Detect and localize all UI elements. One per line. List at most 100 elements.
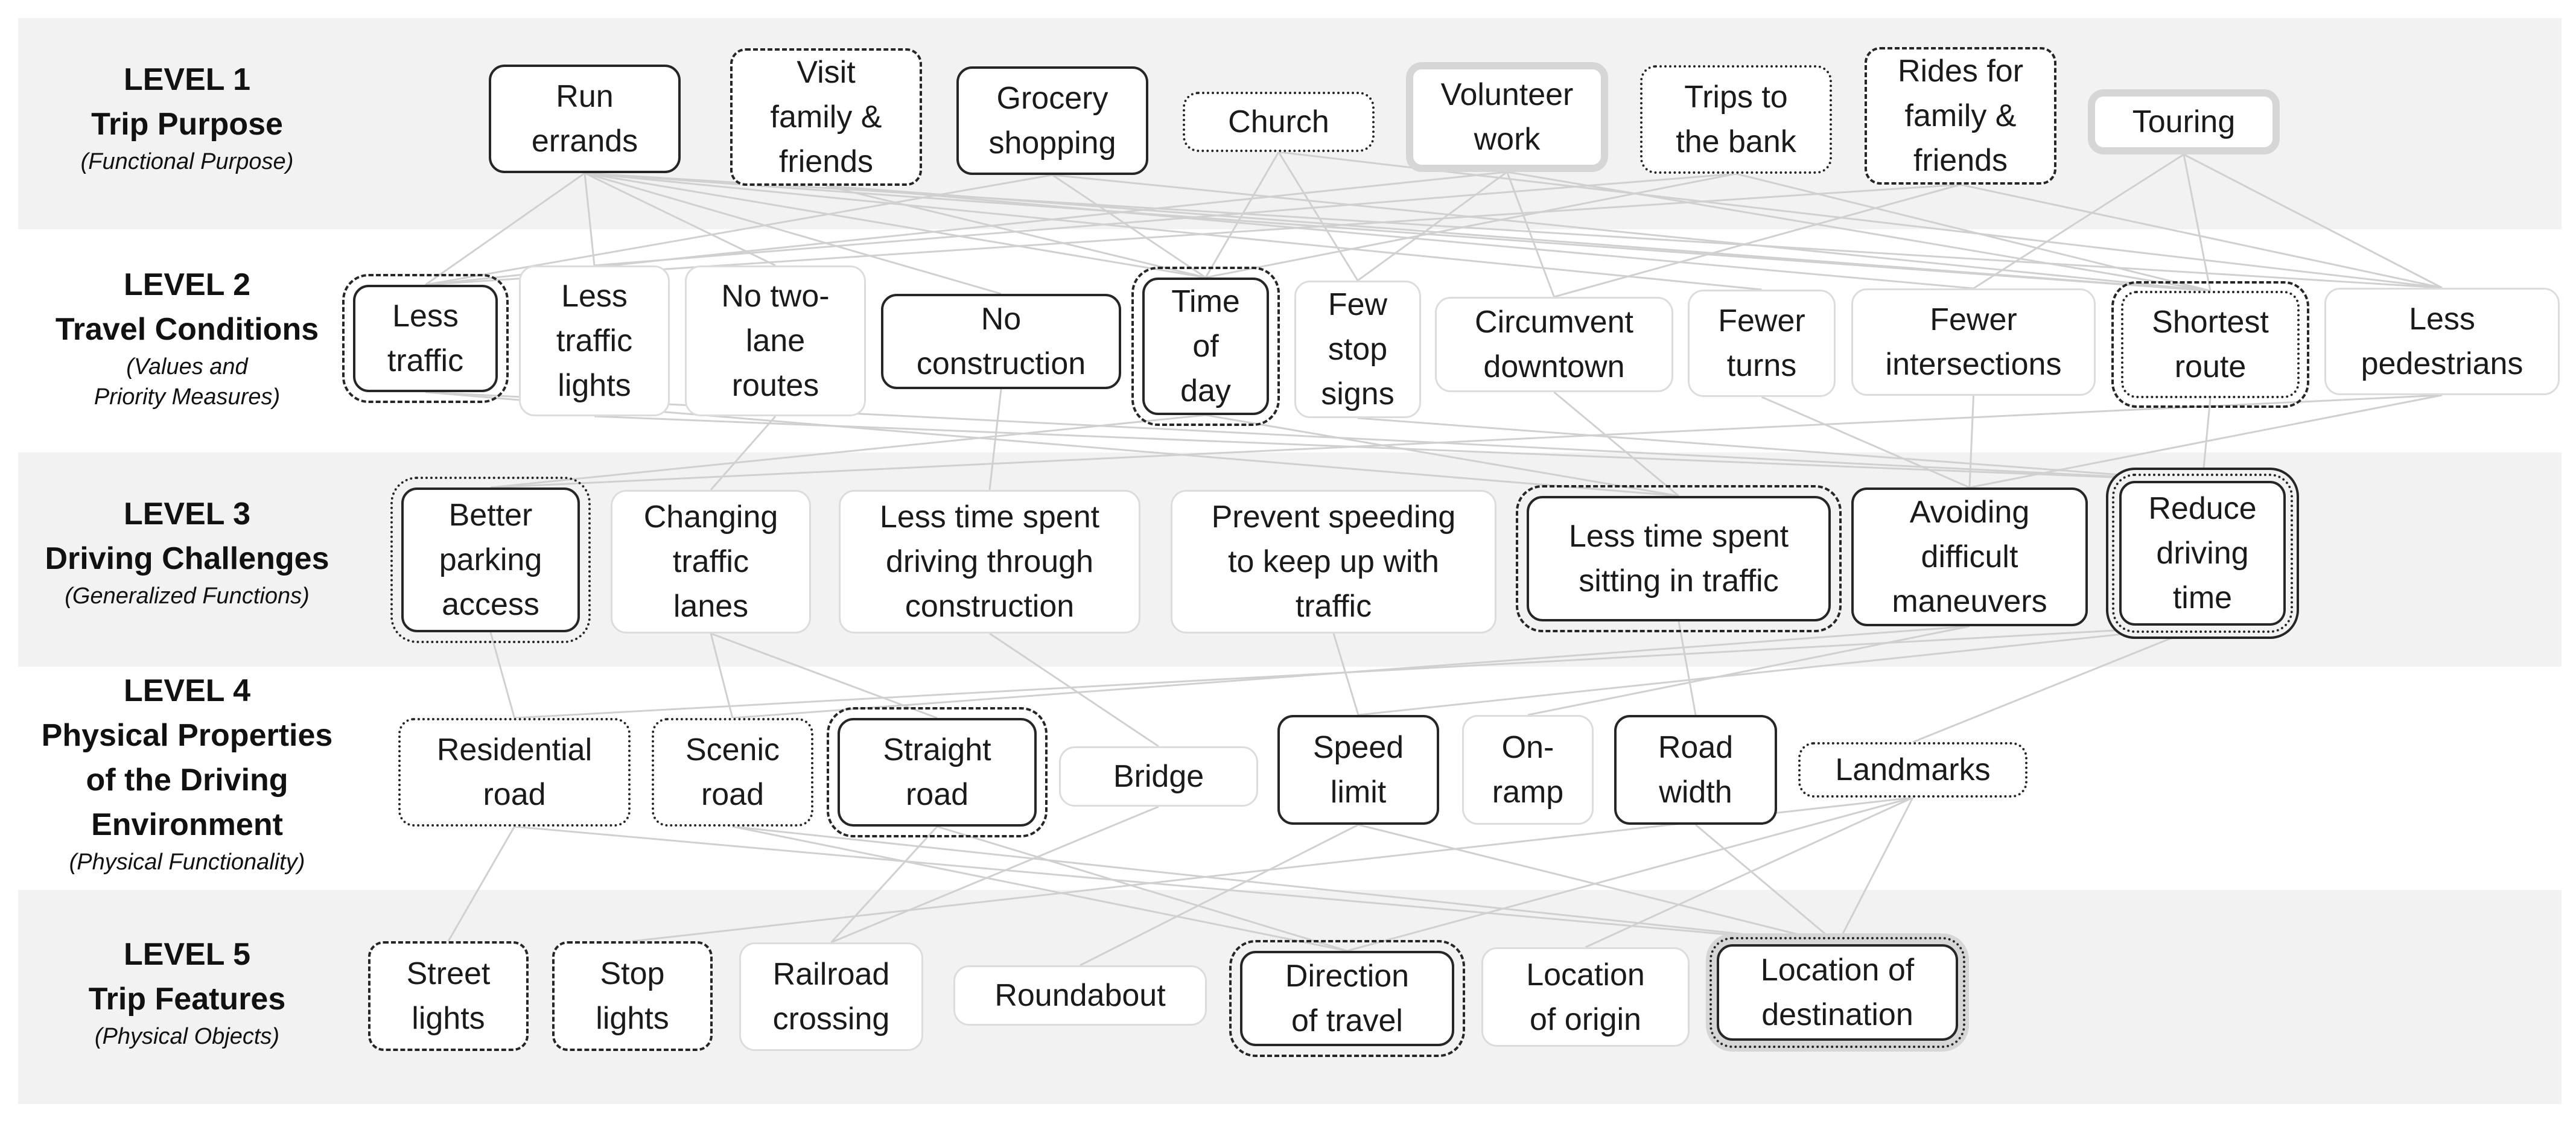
- node-stop-lights: Stop lights: [552, 941, 713, 1051]
- node-no-construction: No construction: [881, 294, 1121, 389]
- link-church-time_of_day: [1204, 151, 1280, 278]
- link-speeding-speed_limit: [1332, 633, 1360, 716]
- link-speed_limit-destination: [1358, 824, 1838, 945]
- level-4-subtitle: (Physical Functionality): [69, 849, 305, 875]
- link-volunteer-circumvent: [1506, 171, 1555, 297]
- node-landmarks: Landmarks: [1798, 742, 2027, 798]
- link-residential-street_lights: [447, 826, 515, 942]
- node-reduce-driving-time: Reduce driving time: [2112, 474, 2293, 633]
- link-less_constr-bridge: [989, 632, 1159, 748]
- link-touring-less_ped: [2183, 153, 2443, 289]
- link-less_ped-parking: [490, 394, 2443, 489]
- node-on-ramp: On- ramp: [1462, 715, 1594, 825]
- node-grocery-shopping: Grocery shopping: [956, 66, 1148, 175]
- link-run_errands-time_of_day: [584, 172, 1206, 279]
- node-rides-for-family-friends: Rides for family & friends: [1865, 47, 2056, 185]
- link-scenic-destination: [732, 825, 1838, 945]
- link-reduce-landmarks: [1912, 624, 2203, 743]
- link-road_width-destination: [1695, 824, 1838, 945]
- link-visit_family-fewer_intersections: [825, 185, 1974, 290]
- link-straight-direction: [937, 825, 1347, 952]
- node-time-of-day: Time of day: [1131, 267, 1280, 426]
- node-direction-of-travel: Direction of travel: [1229, 940, 1465, 1057]
- node-less-pedestrians: Less pedestrians: [2324, 288, 2560, 395]
- node-less-time-driving-through-construction: Less time spent driving through construc…: [839, 490, 1140, 633]
- link-less_ped-maneuvers: [1969, 394, 2443, 489]
- link-fewer_intersections-maneuvers: [1968, 395, 1974, 488]
- link-circumvent-sitting: [1553, 391, 1679, 497]
- level-2-subtitle: (Values and Priority Measures): [94, 354, 281, 410]
- node-speed-limit: Speed limit: [1277, 715, 1439, 825]
- level-3-subtitle: (Generalized Functions): [65, 583, 310, 609]
- level-3-number: LEVEL 3: [123, 497, 250, 532]
- level-1-subtitle: (Functional Purpose): [80, 149, 294, 174]
- node-fewer-turns: Fewer turns: [1688, 290, 1836, 397]
- node-church: Church: [1183, 92, 1375, 152]
- node-location-of-destination: Location of destination: [1709, 937, 1965, 1048]
- link-bank-time_of_day: [1205, 173, 1737, 279]
- level-5-label: LEVEL 5 Trip Features (Physical Objects): [12, 932, 362, 1052]
- link-reduce-residential: [514, 624, 2203, 719]
- link-fewer_turns-maneuvers: [1761, 396, 1970, 489]
- link-volunteer-shortest: [1507, 171, 2211, 292]
- link-rides-circumvent: [1554, 183, 1961, 298]
- node-touring: Touring: [2088, 89, 2280, 154]
- node-street-lights: Street lights: [368, 941, 529, 1051]
- node-prevent-speeding: Prevent speeding to keep up with traffic: [1171, 490, 1496, 633]
- level-4-title: Physical Properties of the Driving Envir…: [41, 718, 333, 842]
- link-run_errands-no_construction: [584, 172, 1002, 295]
- node-railroad-crossing: Railroad crossing: [739, 942, 923, 1051]
- link-rides-less_traffic: [425, 183, 1961, 286]
- link-straight-railroad: [830, 825, 938, 944]
- node-less-traffic: Less traffic: [342, 274, 509, 403]
- node-location-of-origin: Location of origin: [1481, 947, 1690, 1047]
- link-landmarks-direction: [1347, 796, 1913, 952]
- node-residential-road: Residential road: [398, 718, 631, 827]
- level-4-label: LEVEL 4 Physical Properties of the Drivi…: [12, 668, 362, 877]
- link-landmarks-origin: [1585, 796, 1913, 948]
- link-speed_limit-roundabout: [1080, 824, 1359, 967]
- node-straight-road: Straight road: [827, 707, 1048, 837]
- link-parking-residential: [489, 632, 515, 719]
- link-no_construction-less_constr: [988, 389, 1002, 491]
- node-road-width: Road width: [1614, 715, 1777, 825]
- level-2-number: LEVEL 2: [123, 267, 250, 302]
- level-5-title: Trip Features: [88, 982, 286, 1017]
- level-1-number: LEVEL 1: [123, 62, 250, 97]
- link-lanes-straight: [710, 632, 938, 719]
- level-1-title: Trip Purpose: [91, 107, 283, 142]
- link-rides-less_ped: [1960, 183, 2443, 289]
- link-bank-less_lights: [594, 173, 1737, 267]
- level-1-label: LEVEL 1 Trip Purpose (Functional Purpose…: [12, 57, 362, 177]
- link-time_of_day-parking: [490, 414, 1206, 489]
- link-few_stop-reduce: [1357, 417, 2203, 482]
- link-visit_family-shortest: [825, 185, 2211, 292]
- link-church-less_ped: [1278, 151, 2443, 289]
- link-reduce-speed_limit: [1358, 624, 2203, 716]
- node-scenic-road: Scenic road: [652, 718, 813, 827]
- node-run-errands: Run errands: [489, 65, 681, 173]
- node-shortest-route: Shortest route: [2111, 281, 2309, 408]
- link-no_two_lane-lanes: [710, 416, 777, 491]
- level-5-number: LEVEL 5: [123, 937, 250, 972]
- link-bridge-railroad: [830, 805, 1159, 944]
- level-3-label: LEVEL 3 Driving Challenges (Generalized …: [12, 492, 362, 611]
- link-residential-destination: [514, 825, 1838, 945]
- link-church-few_stop: [1277, 151, 1359, 281]
- node-volunteer-work: Volunteer work: [1406, 62, 1608, 172]
- node-avoiding-difficult-maneuvers: Avoiding difficult maneuvers: [1851, 487, 2088, 626]
- link-maneuvers-onramp: [1527, 625, 1970, 716]
- link-grocery-shortest: [1052, 174, 2211, 292]
- link-run_errands-less_lights: [584, 173, 596, 266]
- link-grocery-time_of_day: [1052, 174, 1206, 279]
- node-circumvent-downtown: Circumvent downtown: [1435, 297, 1673, 392]
- link-scenic-direction: [732, 825, 1347, 952]
- link-shortest-reduce: [2201, 398, 2212, 481]
- link-landmarks-destination: [1836, 797, 1914, 945]
- link-touring-shortest: [2183, 154, 2212, 291]
- level-2-label: LEVEL 2 Travel Conditions (Values and Pr…: [12, 262, 362, 412]
- node-trips-to-the-bank: Trips to the bank: [1640, 65, 1832, 174]
- link-volunteer-few_stop: [1357, 171, 1508, 282]
- level-5-subtitle: (Physical Objects): [94, 1024, 280, 1049]
